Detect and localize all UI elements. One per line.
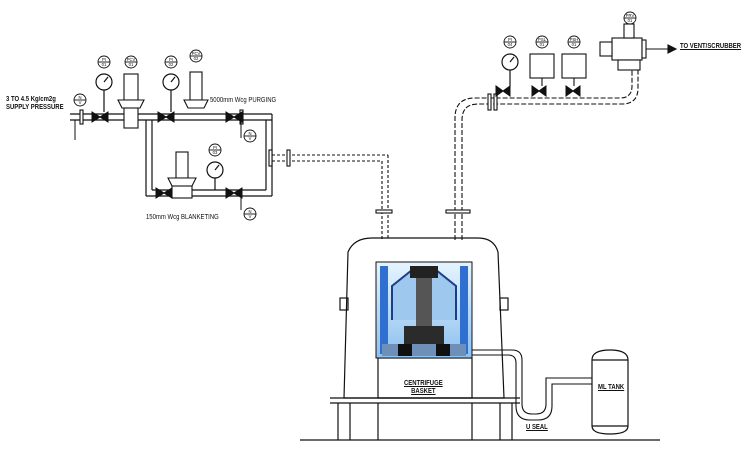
tag-v-blanket: N V: [243, 207, 257, 221]
ml-tank-label: ML TANK: [598, 384, 625, 391]
svg-text:01: 01: [102, 62, 107, 67]
vent-line: [454, 70, 639, 240]
svg-text:V: V: [249, 214, 252, 219]
svg-text:N: N: [78, 95, 81, 100]
tag-prv: PRV 01: [623, 11, 637, 25]
svg-text:01: 01: [572, 42, 577, 47]
svg-text:01: 01: [628, 18, 633, 23]
svg-text:03: 03: [213, 150, 218, 155]
u-seal-label: U SEAL: [526, 424, 548, 431]
ml-tank: [591, 349, 629, 435]
pressure-switches: [529, 53, 587, 86]
svg-text:PI: PI: [508, 37, 512, 42]
blanketing-label: 150mm Wcg BLANKETING: [146, 214, 219, 221]
tag-pcv-2: PCV 02: [189, 49, 203, 63]
pressure-regulators: [117, 71, 209, 199]
supply-pressure-label: 3 TO 4.5 Kg/cm2g SUPPLY PRESSURE: [6, 96, 64, 112]
supply-pressure-title: SUPPLY PRESSURE: [6, 104, 64, 112]
centrifuge-cutaway: [375, 261, 473, 359]
pressure-gauges: [95, 53, 519, 190]
tag-v-supply: N V: [73, 93, 87, 107]
svg-text:PI: PI: [169, 57, 173, 62]
flanges: [79, 93, 498, 214]
tag-pi-1: PI 01: [97, 55, 111, 69]
centrifuge-basket-label: CENTRIFUGE BASKET: [404, 380, 443, 396]
u-seal-line: [472, 349, 592, 421]
purge-line: [272, 154, 389, 240]
valves: [91, 85, 581, 199]
svg-text:PSH: PSH: [570, 37, 579, 42]
svg-text:01: 01: [540, 42, 545, 47]
svg-text:01: 01: [129, 62, 134, 67]
svg-text:PSL: PSL: [538, 37, 547, 42]
tag-psl: PSL 01: [535, 35, 549, 49]
supply-pressure-value: 3 TO 4.5 Kg/cm2g: [6, 96, 56, 103]
svg-text:PI: PI: [213, 145, 217, 150]
svg-text:N: N: [248, 209, 251, 214]
drain-stubs: [74, 120, 242, 210]
svg-text:N: N: [248, 131, 251, 136]
svg-text:02: 02: [194, 56, 199, 61]
purging-label: 5000mm Wcg PURGING: [210, 97, 277, 104]
svg-text:02: 02: [169, 62, 174, 67]
centrifuge-label: CENTRIFUGE: [404, 380, 443, 387]
tag-pcv-1: PCV 01: [124, 55, 138, 69]
svg-text:PCV: PCV: [127, 57, 136, 62]
svg-text:V: V: [79, 100, 82, 105]
tag-pi-4: PI 04: [503, 35, 517, 49]
svg-text:V: V: [249, 136, 252, 141]
svg-text:PCV: PCV: [192, 51, 201, 56]
svg-text:PRV: PRV: [626, 13, 635, 18]
breather-valve: [599, 23, 678, 71]
tag-pi-2: PI 02: [164, 55, 178, 69]
tag-v-purge: N V: [243, 129, 257, 143]
tag-psh: PSH 01: [567, 35, 581, 49]
svg-text:04: 04: [508, 42, 513, 47]
tag-pi-3: PI 03: [208, 143, 222, 157]
svg-text:PI: PI: [102, 57, 106, 62]
basket-label: BASKET: [411, 388, 436, 396]
vent-scrubber-label: TO VENT/SCRUBBER: [680, 43, 742, 50]
